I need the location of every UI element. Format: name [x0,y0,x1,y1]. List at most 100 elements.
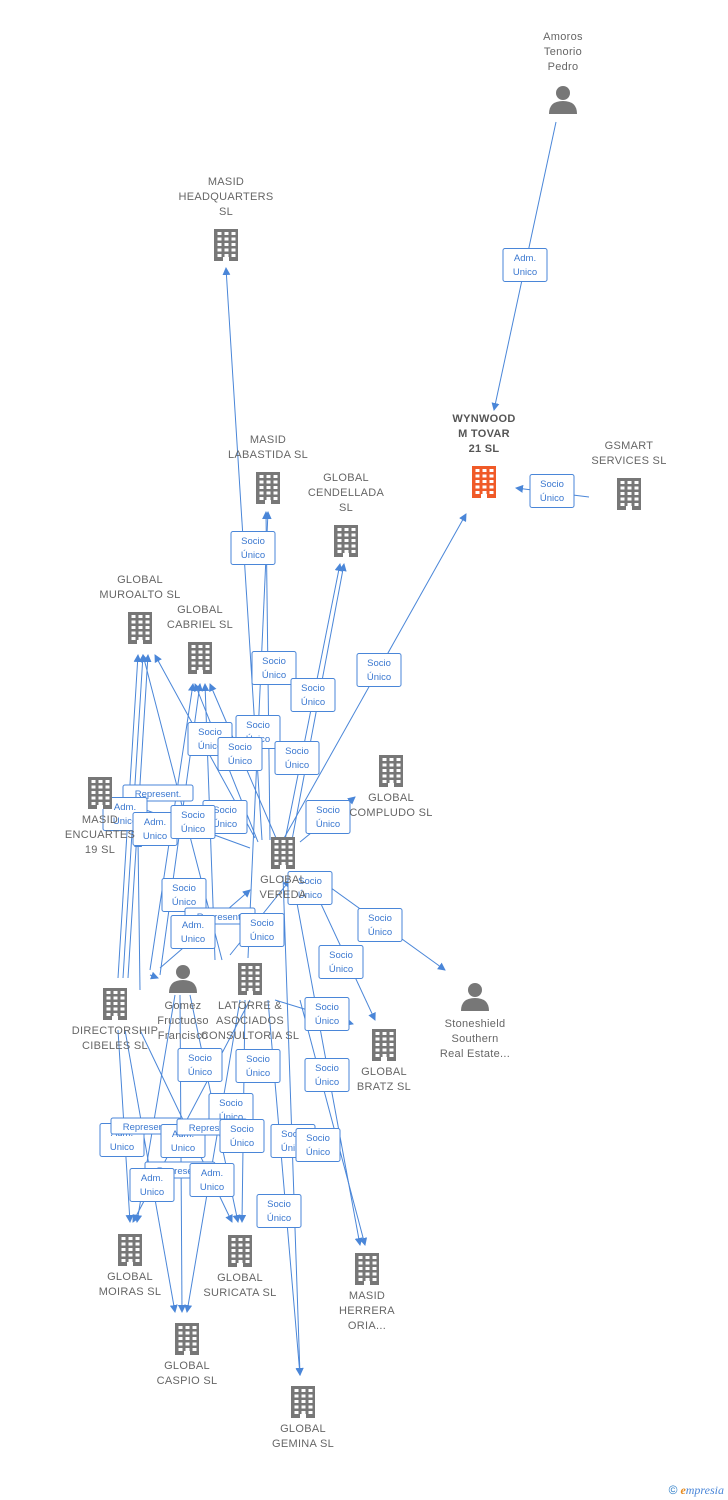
node-label: MASID [349,1290,385,1302]
building-window [266,475,271,478]
person-body [169,980,197,993]
building-door [343,553,349,557]
edge-label[interactable]: Adm.Unico [132,812,178,846]
building-window [259,475,264,478]
building-window [245,1260,250,1263]
edge-label-text: Adm. [201,1168,223,1179]
building-window [482,491,487,494]
building-window [113,996,118,1000]
building-window [489,491,494,494]
node-label: MUROALTO SL [99,589,180,601]
building-window [372,1278,377,1281]
building-window [241,982,246,986]
building-window [351,533,356,537]
node-label: SURICATA SL [203,1287,276,1299]
brand-logo-rest: mpresia [685,1483,724,1497]
building-window [294,1405,299,1409]
building-window [620,492,625,495]
edge-label-text: Socio [172,883,196,894]
edge-label-text: Represent. [157,1166,203,1177]
node-label: COMPLUDO SL [349,807,432,819]
node-label: MASID [250,434,286,446]
building-window [178,1326,183,1329]
building-icon [291,1386,315,1418]
building-window [365,1272,370,1276]
building-icon [128,612,152,644]
edge-label-text: Socio [329,950,353,961]
building-window [389,758,394,761]
building-icon [372,1029,396,1061]
node-label: DIRECTORSHIP [72,1025,159,1037]
building-door [197,670,203,674]
building-window [389,769,394,772]
building-window [106,1007,111,1011]
building-window [131,620,136,624]
edge-label[interactable]: Adm.Unico [170,915,216,949]
edge-label[interactable]: Adm.Unico [129,1168,175,1202]
edge-label-box [230,531,276,565]
building-window [382,774,387,778]
building-window [238,1238,243,1241]
building-icon [88,777,112,809]
node-label: MOIRAS SL [99,1286,162,1298]
building-window [178,1348,183,1351]
node-masid_lab[interactable]: MASID LABASTIDA SL [228,434,308,504]
node-label: LABASTIDA SL [228,449,308,461]
edge-label-box [274,741,320,775]
building-window [301,1405,306,1409]
building-window [281,840,286,843]
building-window [198,645,203,648]
building-window [185,1331,190,1335]
node-herrera[interactable]: MASIDHERRERAORIA... [339,1253,395,1332]
building-window [217,237,222,241]
building-window [372,1272,377,1276]
edge-label-text: Socio [198,727,222,738]
edge-label[interactable]: Adm.Unico [502,248,548,282]
building-window [224,232,229,235]
person-body [549,101,577,114]
edge-label[interactable]: Adm.Unico [189,1163,235,1197]
building-window [396,769,401,772]
